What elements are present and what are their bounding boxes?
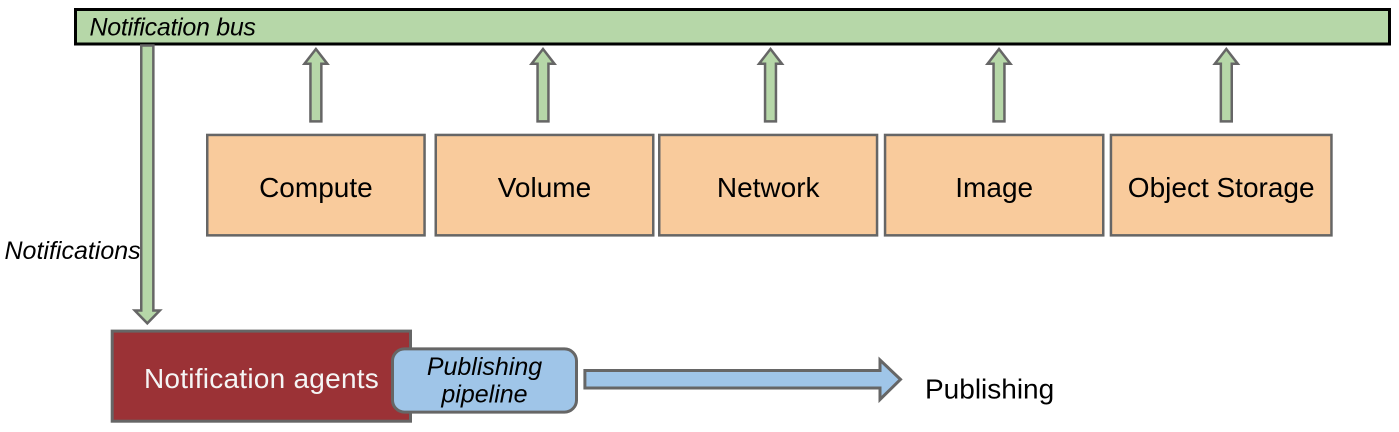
- svg-text:Volume: Volume: [498, 172, 591, 203]
- svg-text:Image: Image: [955, 172, 1033, 203]
- svg-text:Network: Network: [717, 172, 821, 203]
- svg-text:Publishing: Publishing: [925, 374, 1054, 405]
- svg-text:Object Storage: Object Storage: [1128, 172, 1315, 203]
- svg-text:pipeline: pipeline: [440, 381, 527, 409]
- svg-text:Notifications: Notifications: [5, 237, 141, 265]
- svg-text:Notification agents: Notification agents: [144, 363, 379, 394]
- svg-text:Publishing: Publishing: [427, 353, 542, 381]
- svg-text:Notification bus: Notification bus: [90, 14, 256, 42]
- svg-text:Compute: Compute: [259, 172, 373, 203]
